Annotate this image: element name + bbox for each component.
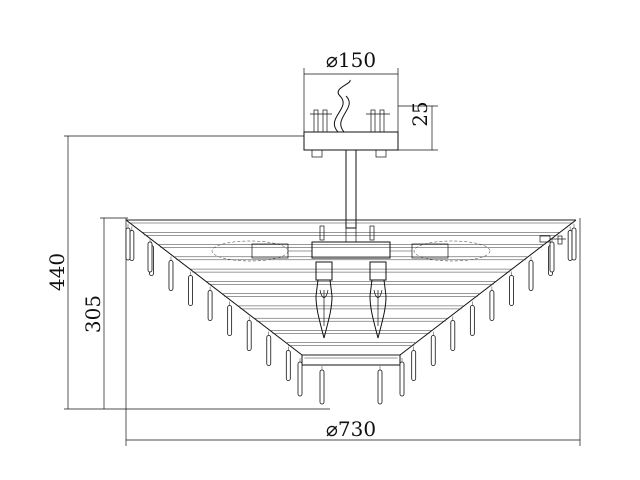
crystal-drop	[411, 350, 417, 381]
crystal-drop	[207, 290, 213, 321]
crystal-drop	[266, 335, 272, 366]
body-diameter-label: ⌀730	[326, 417, 376, 441]
crystal-tier-rails	[126, 219, 576, 359]
crystal-drop	[227, 305, 233, 336]
crystal-drop	[377, 369, 383, 405]
crystal-drop	[528, 260, 534, 291]
crystal-drop	[319, 369, 325, 405]
canopy-diameter-dimension: ⌀150	[303, 48, 399, 150]
body-height-dimension: 305	[81, 217, 128, 409]
crystal-drop	[129, 230, 135, 261]
crystal-drop	[571, 227, 577, 261]
canopy-diameter-label: ⌀150	[326, 48, 376, 72]
right-arm	[411, 243, 449, 259]
crystal-drop	[567, 230, 573, 261]
suspension-rod	[345, 149, 357, 229]
body-height-label: 305	[81, 295, 105, 333]
overall-height-dimension: 440	[45, 135, 330, 410]
crystal-drop	[469, 305, 475, 336]
crystal-drop	[430, 335, 436, 366]
crystal-drop	[489, 290, 495, 321]
crystal-drop	[450, 320, 456, 351]
power-wire	[333, 79, 351, 133]
central-hub	[211, 225, 566, 262]
crystal-drop	[285, 350, 291, 381]
crystal-drop	[168, 260, 174, 291]
crystal-drop	[147, 241, 153, 273]
canopy-height-label: 25	[408, 101, 432, 126]
crystal-drop	[509, 275, 514, 306]
crystal-drop	[399, 361, 405, 397]
crystal-drop	[188, 275, 193, 306]
overall-height-label: 440	[45, 253, 69, 291]
hanging-crystals	[125, 224, 577, 405]
ceiling-canopy	[303, 79, 399, 158]
crystal-drop	[125, 227, 131, 261]
canopy-screws	[310, 109, 390, 133]
crystal-drop	[297, 361, 303, 397]
crystal-drop	[549, 241, 555, 273]
left-bulb	[315, 261, 333, 339]
canopy-height-dimension: 25	[398, 101, 438, 151]
right-bulb	[369, 261, 387, 339]
body-diameter-dimension: ⌀730	[125, 218, 581, 446]
crystal-drop	[246, 320, 252, 351]
